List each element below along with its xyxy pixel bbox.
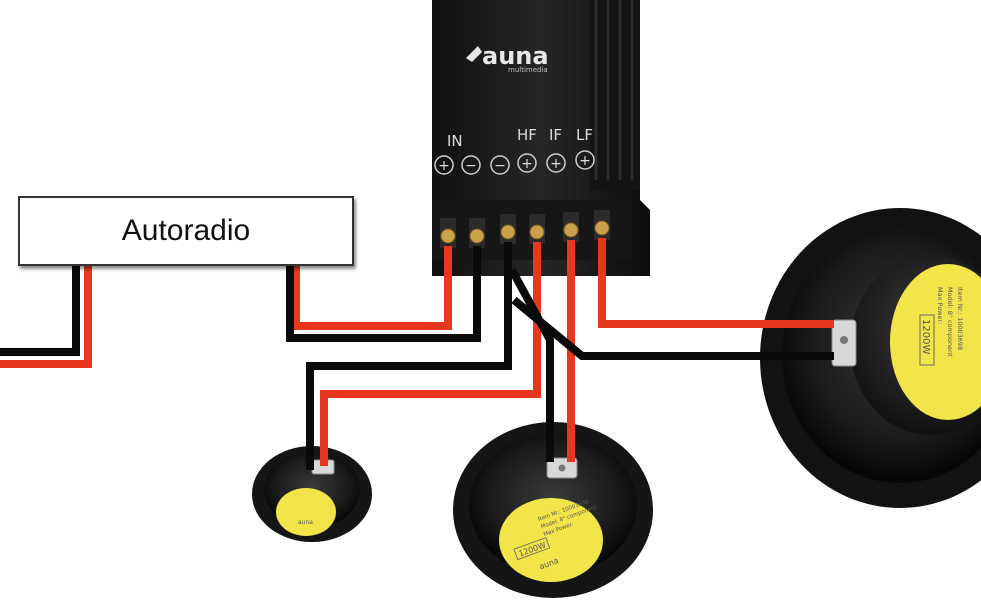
woofer-label-line-2: Max Power: [936, 287, 944, 324]
polarity-signs: + − − + + + [438, 153, 591, 174]
wire-lf-positive [598, 238, 834, 328]
wire-hf-negative [306, 242, 512, 470]
label-if: IF [549, 126, 562, 144]
autoradio-box: Autoradio [18, 196, 354, 266]
woofer-label-line-0: Item Nr.: 10003698 [956, 287, 964, 350]
autoradio-label: Autoradio [121, 214, 251, 247]
tweeter-speaker: auna [252, 446, 372, 542]
auna-logo: auna multimedia [466, 42, 549, 74]
polarity-hf-minus-icon [490, 155, 510, 175]
label-hf: HF [517, 126, 537, 144]
wire-in-negative [286, 246, 481, 342]
mid-power-box [513, 537, 551, 561]
wire-autoradio-negative-out [0, 266, 80, 356]
polarity-lf-plus-icon [575, 150, 595, 170]
polarity-sign-3: + [521, 156, 533, 172]
polarity-in-minus-icon [461, 155, 481, 175]
woofer-label-disc [890, 264, 981, 420]
mid-speaker: Item Nr.: 10003698 Model: 8" component M… [453, 422, 653, 598]
polarity-sign-0: + [438, 158, 450, 174]
crossover-brand: auna [482, 42, 549, 70]
terminal [440, 218, 456, 248]
polarity-sign-5: + [579, 153, 591, 169]
mid-label-disc [499, 498, 603, 582]
wire-lf-negative [511, 296, 834, 360]
crossover-brand-sub: multimedia [508, 66, 548, 74]
tweeter-label-disc [276, 488, 336, 536]
woofer-terminal-screw-icon [840, 336, 848, 344]
wire-in-positive [292, 246, 452, 330]
polarity-if-plus-icon [546, 153, 566, 173]
logo-mark-icon [466, 46, 482, 62]
woofer-speaker: Item Nr.: 10003698 Model: 8" component M… [760, 208, 981, 508]
label-lf: LF [576, 126, 593, 144]
woofer-power-box [919, 314, 935, 366]
mid-terminal-screw-icon [558, 464, 566, 472]
polarity-symbols [434, 150, 595, 175]
woofer-power: 1200W [920, 319, 931, 354]
tweeter-brand: auna [298, 519, 313, 526]
fin-lines [594, 0, 634, 180]
polarity-sign-1: − [465, 158, 477, 174]
terminal [469, 218, 485, 248]
woofer-label-text: Item Nr.: 10003698 Model: 8" component M… [919, 287, 964, 366]
polarity-sign-4: + [550, 156, 562, 172]
polarity-in-plus-icon [434, 155, 454, 175]
terminals [440, 210, 610, 248]
terminal [563, 212, 579, 242]
woofer-label-line-1: Model: 8" component [946, 287, 954, 357]
label-in: IN [447, 132, 463, 150]
wires [0, 238, 834, 470]
terminal [500, 214, 516, 244]
terminal [529, 214, 545, 244]
crossover-unit: auna multimedia IN HF IF LF + − − + + + [432, 0, 650, 276]
polarity-sign-2: − [494, 158, 506, 174]
polarity-hf-plus-icon [517, 153, 537, 173]
wire-autoradio-positive-out [0, 266, 92, 368]
wire-if-negative [508, 268, 554, 462]
terminal [594, 210, 610, 240]
